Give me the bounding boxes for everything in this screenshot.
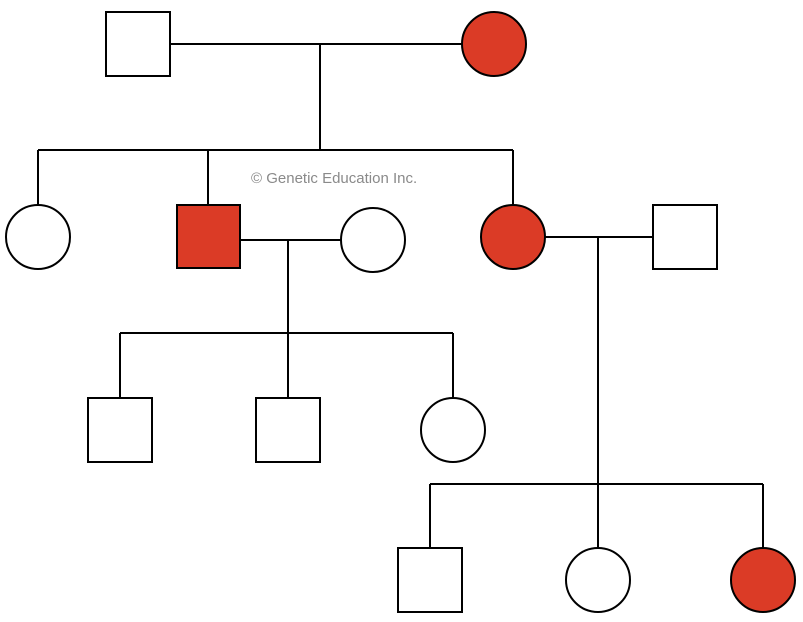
pedigree-female-II-4 — [480, 204, 546, 270]
pedigree-male-III-2 — [255, 397, 321, 463]
pedigree-male-III-4 — [397, 547, 463, 613]
pedigree-female-II-1 — [5, 204, 71, 270]
pedigree-male-III-1 — [87, 397, 153, 463]
copyright-watermark: © Genetic Education Inc. — [251, 170, 418, 187]
pedigree-female-III-5 — [565, 547, 631, 613]
pedigree-male-II-5 — [652, 204, 718, 270]
pedigree-male-II-2 — [176, 204, 241, 269]
pedigree-male-I-1 — [105, 11, 171, 77]
pedigree-lines — [37, 43, 764, 548]
pedigree-female-III-3 — [420, 397, 486, 463]
pedigree-female-I-2 — [461, 11, 527, 77]
pedigree-female-II-3 — [340, 207, 406, 273]
pedigree-female-III-6 — [730, 547, 796, 613]
